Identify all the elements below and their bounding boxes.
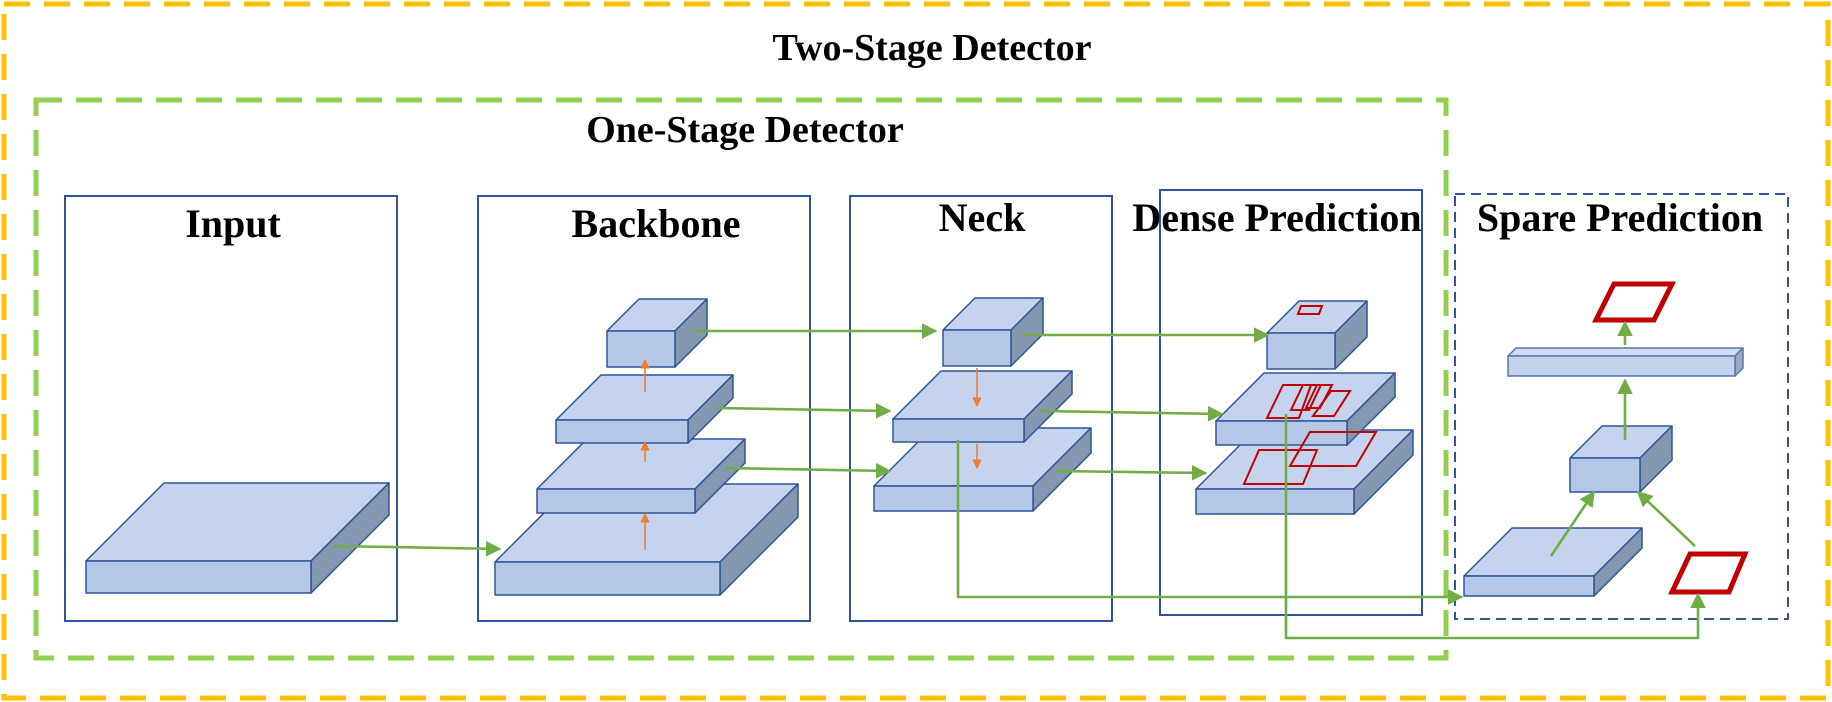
dense-prediction-panel [1159,189,1423,616]
region-box [1304,384,1334,409]
flow-arrow [332,540,502,557]
sparse-prediction-label: Spare Prediction [1477,195,1763,240]
backbone-label: Backbone [572,201,741,246]
dense-layer-3 [1266,300,1368,370]
neck-layer-2 [892,370,1073,443]
region-box [1311,390,1352,417]
green-arrows [332,320,1706,640]
box-front-face [1569,457,1641,493]
region-box [1289,384,1323,411]
sparse-feature-layer [1463,527,1643,597]
sparse-pooled-layer [1569,425,1673,493]
box-front-face [942,329,1012,367]
dense-layer-2 [1215,372,1396,446]
flow-arrow [1039,405,1224,422]
neck-label: Neck [939,195,1026,240]
input-panel [64,195,398,622]
orange-arrows [640,359,982,550]
box-front-face [606,330,676,368]
neck-panel [849,195,1113,622]
backbone-layer-2 [536,438,746,514]
box-front-face [892,418,1025,443]
region-box [1265,384,1313,419]
box-front-face [873,485,1034,512]
one-stage-frame [33,97,1449,661]
one-stage-title: One-Stage Detector [586,109,904,151]
box-top-face [1507,347,1744,357]
dense-prediction-label: Dense Prediction [1132,195,1421,240]
flow-arrow [1549,490,1596,557]
box-front-face [1266,332,1336,370]
proposal-box-bottom [1668,551,1749,595]
region-box [1288,431,1378,467]
box-front-face [494,561,721,596]
box-front-face [1195,488,1355,515]
input-image-layer [85,482,390,594]
box-front-face [1507,355,1736,377]
dense-region-boxes [1242,305,1378,485]
neck-to-sparse-arrow [956,440,1464,605]
input-label: Input [185,201,281,246]
region-box [1296,305,1324,315]
feature-map-layers [85,297,1744,597]
flow-arrow [716,402,892,419]
box-front-face [536,488,696,514]
backbone-layer-3 [555,374,734,444]
two-stage-title: Two-Stage Detector [773,27,1092,69]
sparse-fc-vector [1507,347,1744,377]
sparse-prediction-panel [1454,193,1789,620]
neck-layer-3 [942,297,1044,367]
flow-arrow [724,462,892,479]
flow-arrow [1054,465,1208,481]
box-front-face [1463,575,1595,597]
box-front-face [1215,420,1348,446]
box-front-face [85,560,312,594]
region-box [1242,449,1319,485]
dense-to-sparse-arrow [1284,414,1706,640]
backbone-layer-4 [606,298,708,368]
box-front-face [555,419,689,444]
proposal-box-top [1591,281,1677,323]
flow-arrow [1636,490,1696,547]
